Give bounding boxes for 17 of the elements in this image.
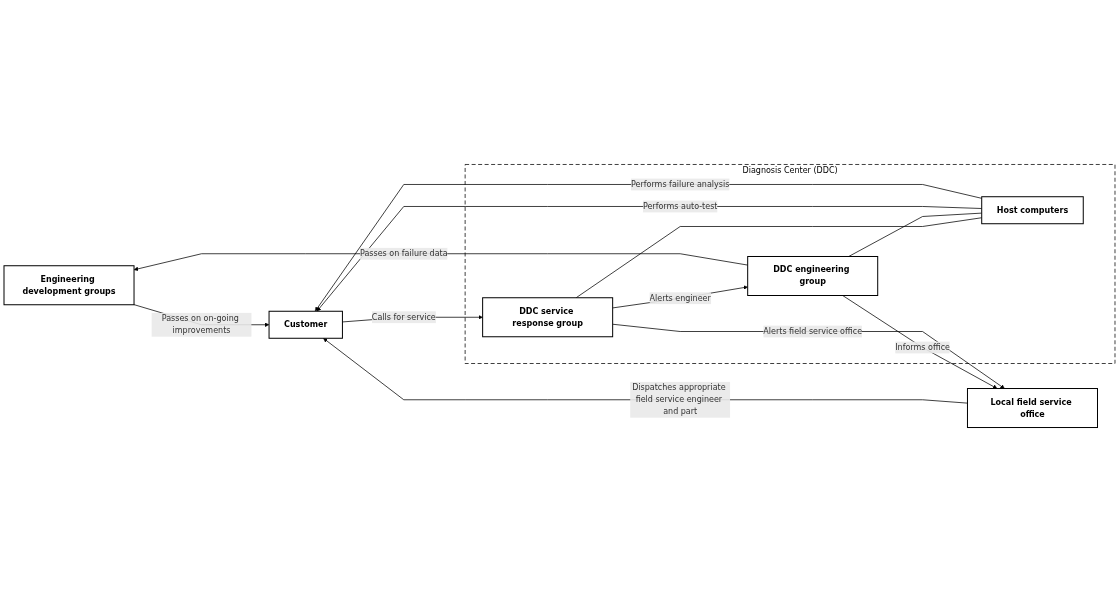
edge-label: Dispatches appropriate field service engineer and part xyxy=(632,382,726,417)
edge-label: Performs failure analysis xyxy=(631,179,730,189)
edge-label: Alerts engineer xyxy=(649,293,711,303)
edge-label: Passes on failure data xyxy=(359,248,448,259)
node-box: Customer xyxy=(268,310,343,339)
edge-label: Performs auto-test xyxy=(642,201,718,211)
connector xyxy=(848,212,983,257)
node-box: Host computers xyxy=(981,196,1084,225)
node-box: DDC service response group xyxy=(482,297,614,338)
edge-label: Passes on on-going improvements xyxy=(161,313,239,336)
connector xyxy=(575,217,983,299)
node-box: DDC engineering group xyxy=(747,256,879,296)
edge-label: Informs office xyxy=(895,342,950,353)
node-box: Local field service office xyxy=(966,388,1098,429)
edge-label: Calls for service xyxy=(371,312,436,322)
edge-label: Alerts field service office xyxy=(763,326,863,337)
node-box: Engineering development groups xyxy=(3,265,135,306)
